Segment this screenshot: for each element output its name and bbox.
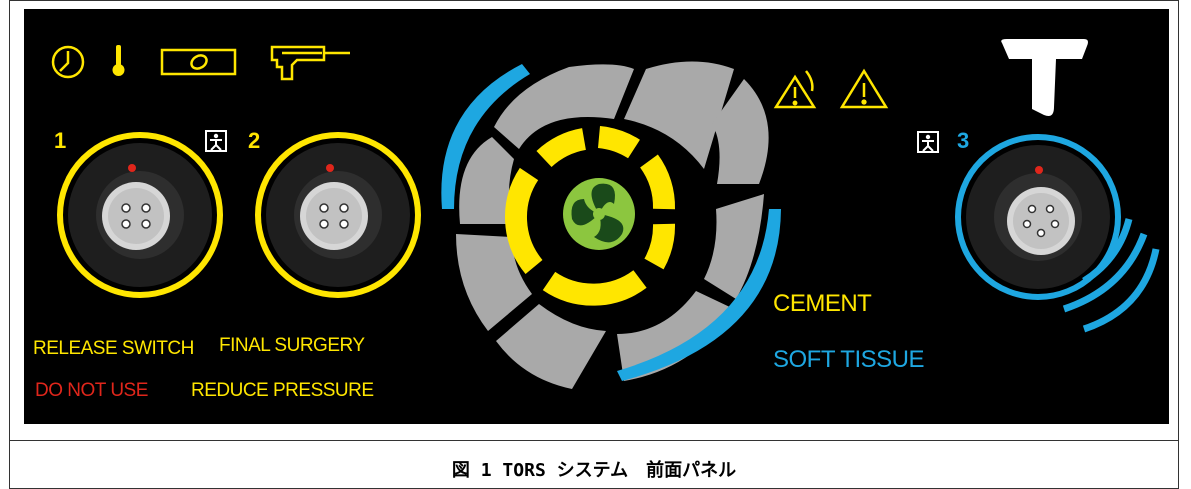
figure-caption: 図 1 TORS システム 前面パネル (451, 460, 737, 481)
thermometer-icon (112, 45, 125, 76)
caution-audible-icon (773, 70, 817, 109)
release-switch-label: RELEASE SWITCH (33, 338, 194, 359)
port-3[interactable] (955, 134, 1160, 333)
do-not-use-label: DO NOT USE (35, 380, 148, 401)
cement-label: CEMENT (773, 290, 872, 317)
port-2[interactable] (255, 132, 421, 298)
handpiece-icon (270, 45, 350, 81)
dial-gray-segments (456, 61, 769, 389)
clock-icon (51, 45, 85, 79)
control-dial[interactable] (441, 61, 781, 390)
dial-center-fan-icon (562, 177, 636, 251)
caution-icon (839, 68, 889, 109)
foot-pedal-icon (160, 48, 237, 76)
reduce-pressure-label: REDUCE PRESSURE (191, 380, 374, 401)
bf-applied-part-icon (205, 130, 227, 152)
port-1-indicator (128, 164, 136, 172)
soft-tissue-label: SOFT TISSUE (773, 346, 924, 373)
port-1-number: 1 (54, 128, 66, 153)
panel-graphics (51, 39, 1160, 390)
caption-rule-top (9, 440, 1179, 441)
top-rule (9, 0, 1179, 1)
port-3-indicator (1035, 166, 1043, 174)
brand-t-logo (1001, 39, 1088, 116)
final-surgery-label: FINAL SURGERY (219, 335, 365, 356)
port-2-indicator (326, 164, 334, 172)
port-3-number: 3 (957, 128, 969, 153)
dial-yellow-ring (505, 126, 675, 306)
bf-applied-part-icon-3 (917, 131, 939, 153)
front-panel: 1 2 3 RELEASE SWITCH FINAL SURGERY DO NO… (24, 9, 1169, 424)
port-2-number: 2 (248, 128, 260, 153)
port-1[interactable] (57, 132, 223, 298)
figure-frame (9, 0, 1179, 489)
